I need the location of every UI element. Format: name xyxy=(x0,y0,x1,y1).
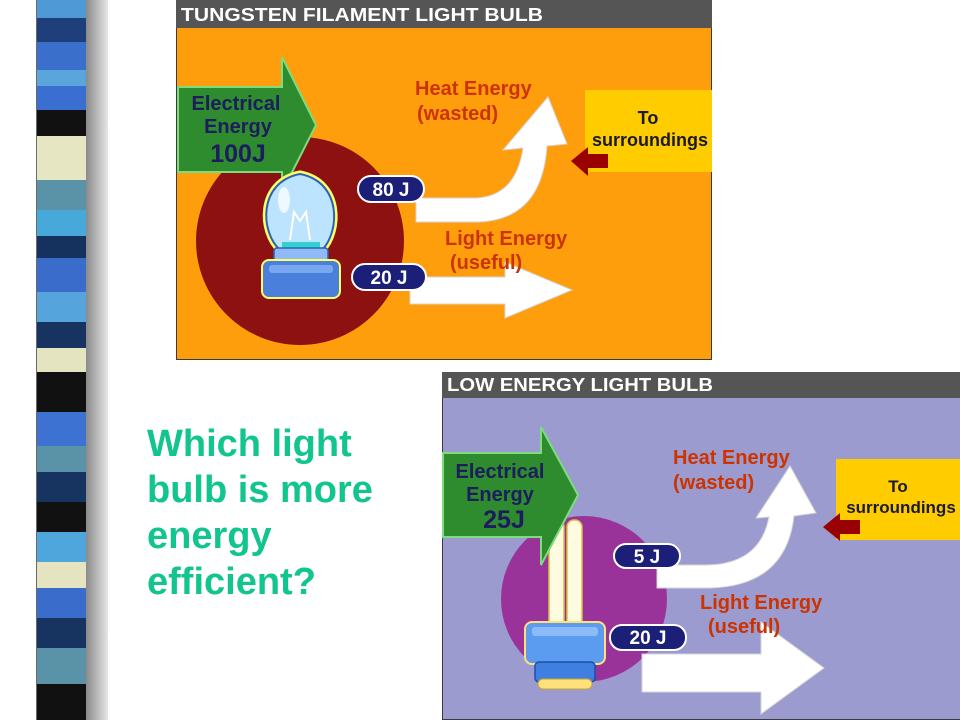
light-label-line: Light Energy xyxy=(445,228,568,250)
filament-bulb-icon xyxy=(261,170,341,299)
decor-stripe-block xyxy=(37,472,86,502)
light-value-pill xyxy=(609,624,687,651)
question-line: efficient? xyxy=(147,561,316,603)
question-line: bulb is more xyxy=(147,469,373,511)
light-label-line: (useful) xyxy=(450,252,522,274)
decor-stripe-block xyxy=(37,648,86,684)
decor-stripe-block xyxy=(37,292,86,322)
surroundings-arrow xyxy=(823,513,860,541)
bulb-base-highlight xyxy=(269,265,333,273)
heat-label-line: (wasted) xyxy=(673,472,754,494)
surroundings-label-line: To xyxy=(638,108,659,128)
electrical-value: 25J xyxy=(483,506,525,534)
decor-stripe-block xyxy=(37,684,86,720)
decor-stripe-block xyxy=(37,70,86,86)
heat-label-line: (wasted) xyxy=(417,103,498,125)
decor-stripe-block xyxy=(37,86,86,110)
decor-stripe-block xyxy=(37,618,86,648)
question-text: Which light bulb is more energy efficien… xyxy=(147,421,373,605)
low-energy-bulb-diagram: LOW ENERGY LIGHT BULB Electrical Energy … xyxy=(442,372,960,720)
cfl-tube xyxy=(566,519,583,629)
electrical-label-line: Electrical xyxy=(456,461,545,483)
decor-stripe-block xyxy=(37,412,86,446)
cfl-base-highlight xyxy=(532,627,598,636)
surroundings-label-line: surroundings xyxy=(592,130,708,150)
tungsten-bulb-diagram: TUNGSTEN FILAMENT LIGHT BULB Electrical … xyxy=(176,0,712,360)
decor-stripe-block xyxy=(37,110,86,136)
heat-value-pill xyxy=(357,175,425,203)
heat-value-pill xyxy=(613,543,681,569)
heat-value: 80 J xyxy=(373,180,410,201)
diagram-header-bar xyxy=(176,0,712,28)
electrical-value: 100J xyxy=(210,140,266,168)
bulb-neck xyxy=(282,242,320,249)
decorative-stripe xyxy=(36,0,86,720)
electrical-energy-arrow xyxy=(177,56,318,193)
decor-stripe-block xyxy=(37,322,86,348)
question-line: Which light xyxy=(147,423,352,465)
light-energy-arrow xyxy=(409,261,574,319)
decor-stripe-block xyxy=(37,588,86,618)
decor-stripe-block xyxy=(37,136,86,180)
decor-stripe-block xyxy=(37,446,86,472)
surroundings-arrow xyxy=(571,147,608,176)
light-value-pill xyxy=(351,263,427,291)
question-line: energy xyxy=(147,515,272,557)
heat-label-line: Heat Energy xyxy=(673,447,791,469)
surroundings-label-line: surroundings xyxy=(846,498,956,517)
diagram-header-bar xyxy=(442,372,960,398)
surroundings-label-line: To xyxy=(888,477,908,496)
diagram-title: TUNGSTEN FILAMENT LIGHT BULB xyxy=(181,5,543,25)
light-value: 20 J xyxy=(371,268,408,289)
electrical-label-line: Electrical xyxy=(192,93,281,115)
decor-stripe-block xyxy=(37,372,86,412)
decor-stripe-block xyxy=(37,18,86,42)
electrical-label-line: Energy xyxy=(466,484,535,506)
light-label-line: (useful) xyxy=(708,616,780,638)
bulb-highlight xyxy=(278,187,290,213)
electrical-label-line: Energy xyxy=(204,116,273,138)
cfl-base-rim xyxy=(537,678,593,690)
heat-energy-arrow xyxy=(656,465,817,589)
decorative-stripe-shadow xyxy=(86,0,108,720)
decor-stripe-block xyxy=(37,258,86,292)
decor-stripe-block xyxy=(37,236,86,258)
decor-stripe-block xyxy=(37,42,86,70)
decor-stripe-block xyxy=(37,502,86,532)
decor-stripe-block xyxy=(37,562,86,588)
light-label-line: Light Energy xyxy=(700,592,823,614)
bulb-filament xyxy=(289,209,311,241)
decor-stripe-block xyxy=(37,532,86,562)
light-energy-arrow xyxy=(641,621,825,715)
light-value: 20 J xyxy=(630,628,667,649)
diagram-title: LOW ENERGY LIGHT BULB xyxy=(447,375,713,395)
heat-energy-arrow xyxy=(415,96,568,223)
electrical-energy-arrow xyxy=(442,426,580,566)
decor-stripe-block xyxy=(37,210,86,236)
decor-stripe-block xyxy=(37,180,86,210)
heat-label-line: Heat Energy xyxy=(415,78,533,100)
decor-stripe-block xyxy=(37,348,86,372)
cfl-bulb-icon xyxy=(524,519,606,690)
decor-stripe-block xyxy=(37,0,86,18)
heat-value: 5 J xyxy=(634,547,660,568)
